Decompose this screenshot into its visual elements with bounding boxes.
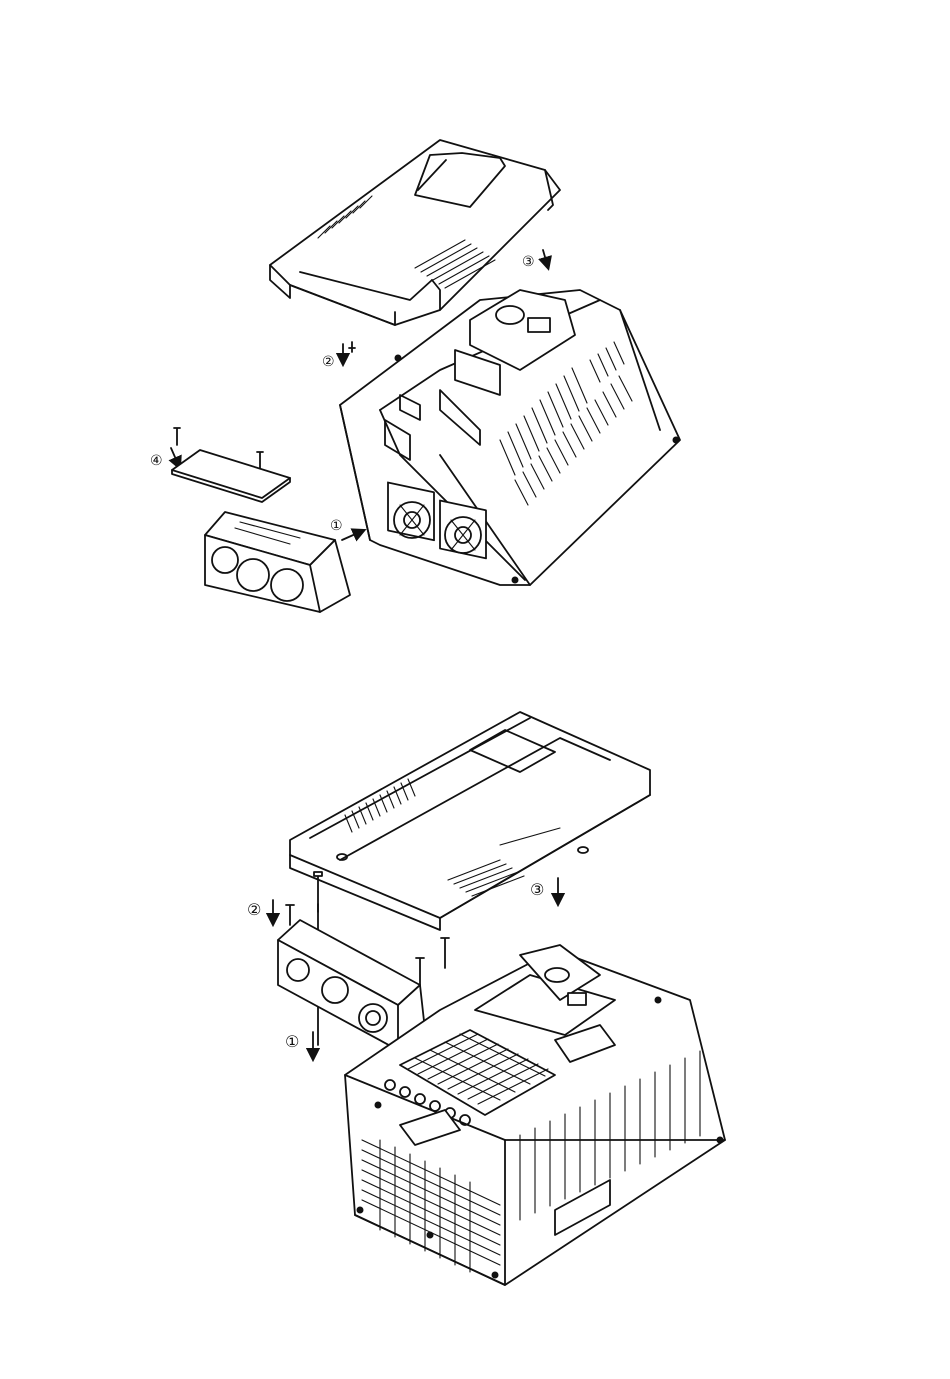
upper-step1-arrow — [342, 532, 360, 540]
lower-front-cover — [290, 712, 650, 930]
lower-step3-label: ③ — [530, 880, 544, 899]
upper-figure: ③ ② — [150, 140, 680, 612]
lower-step2-label: ② — [247, 900, 261, 919]
upper-step4-arrow — [171, 448, 178, 464]
upper-step1-label: ① — [330, 518, 343, 534]
upper-step3-arrow — [543, 250, 547, 264]
upper-inverter-body — [340, 290, 680, 585]
lower-figure: ③ ② ① — [247, 712, 725, 1285]
upper-screw-icon — [349, 342, 355, 352]
lower-conduit-bracket — [278, 920, 425, 1050]
upper-cooling-fan-right — [440, 501, 486, 559]
upper-step3-label: ③ — [522, 254, 535, 270]
upper-step4-label: ④ — [150, 453, 163, 469]
upper-step2-label: ② — [322, 354, 335, 370]
upper-cover-plate — [172, 428, 290, 502]
lower-step1-label: ① — [285, 1032, 299, 1051]
upper-conduit-bracket — [205, 512, 350, 612]
upper-cooling-fan-left — [388, 482, 434, 540]
